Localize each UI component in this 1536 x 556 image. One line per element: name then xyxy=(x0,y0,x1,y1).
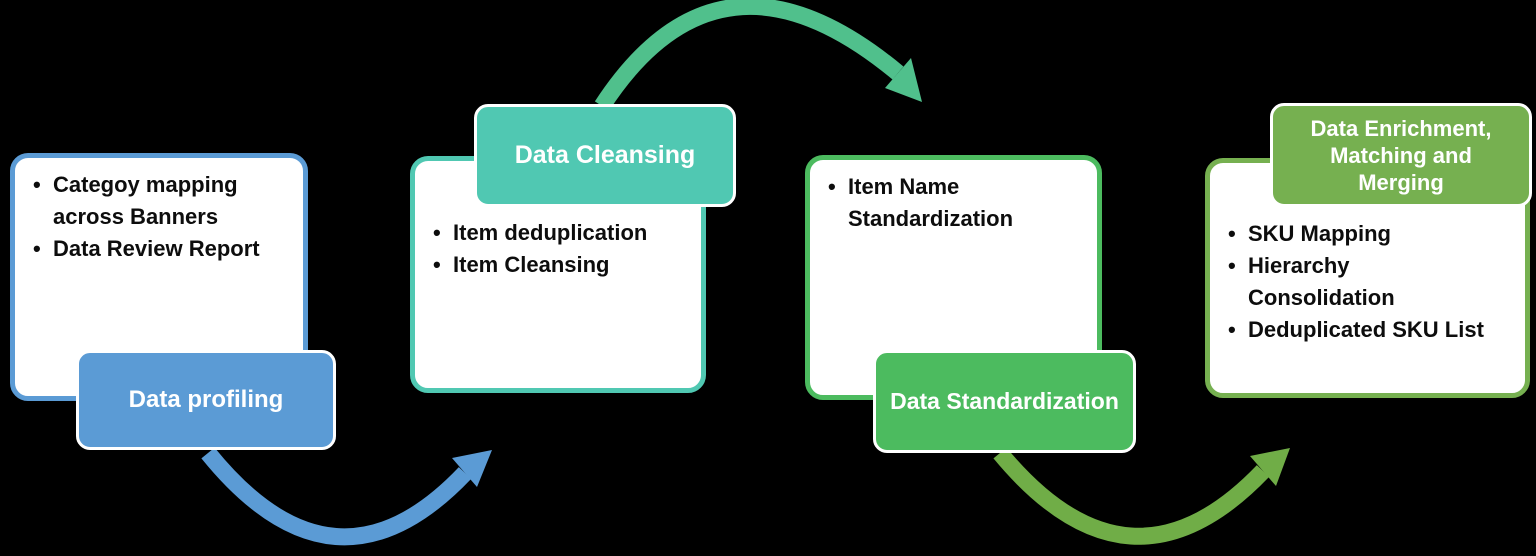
arrow-curve xyxy=(594,0,904,111)
arrow-curve xyxy=(201,447,472,546)
arrow-head xyxy=(1250,448,1290,486)
arrow-curve xyxy=(993,447,1270,545)
arrow-head xyxy=(885,58,922,102)
arrow-cleansing-to-standardization-icon xyxy=(594,0,922,111)
arrow-standardization-to-enrichment-icon xyxy=(993,447,1290,545)
arrow-profiling-to-cleansing-icon xyxy=(201,447,492,546)
arrow-head xyxy=(452,450,492,487)
